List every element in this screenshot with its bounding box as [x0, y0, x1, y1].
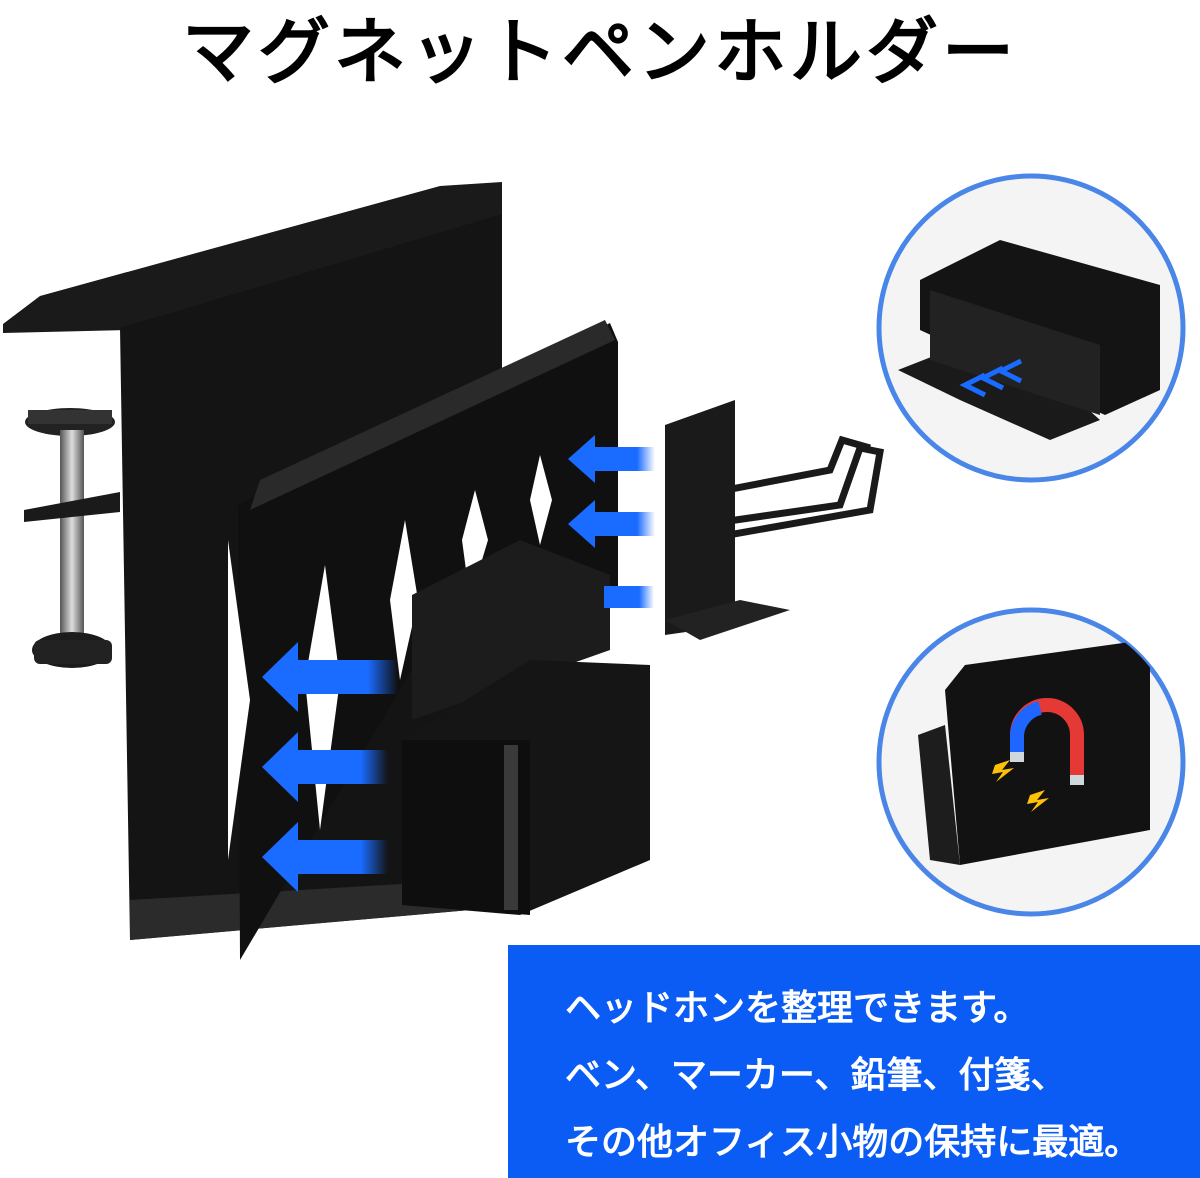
arrow-icon	[568, 435, 655, 483]
caption-line-2: ベン、マーカー、鉛筆、付箋、	[565, 1054, 1067, 1096]
arrow-icon	[262, 642, 398, 712]
detail-circle-top	[876, 173, 1186, 483]
lightning-icon	[992, 760, 1049, 812]
arrow-icon	[262, 732, 388, 802]
chevron-arrows-icon	[959, 358, 1023, 398]
page-title: マグネットペンホルダー	[181, 8, 1018, 94]
arrow-icon	[604, 586, 654, 608]
magnet-icon	[1010, 698, 1084, 785]
detail-circle-bottom	[876, 607, 1186, 917]
clamp-screw	[24, 408, 120, 668]
magnetic-box	[402, 540, 650, 915]
arrow-icon	[568, 500, 655, 548]
headphone-hook	[665, 400, 885, 640]
caption-line-1: ヘッドホンを整理できます。	[565, 987, 1030, 1029]
arrow-icon	[262, 822, 388, 892]
direction-arrows	[262, 435, 655, 892]
caption-box: ヘッドホンを整理できます。 ベン、マーカー、鉛筆、付箋、 その他オフィス小物の保…	[508, 945, 1200, 1178]
caption-line-3: その他オフィス小物の保持に最適。	[565, 1121, 1141, 1163]
